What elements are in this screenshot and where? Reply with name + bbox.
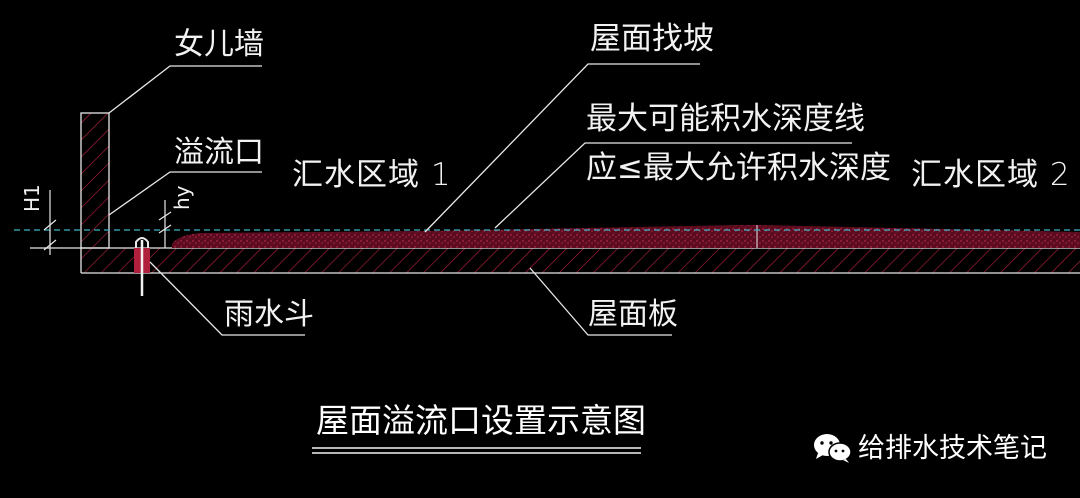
title-underline <box>312 447 641 454</box>
watermark-text: 给排水技术笔记 <box>858 432 1047 464</box>
roof-slope-layer <box>172 225 1080 248</box>
overflow-label: 溢流口 <box>174 135 264 170</box>
rain-hopper <box>134 237 150 296</box>
parapet-wall <box>80 112 110 249</box>
hy-dimension <box>158 200 172 248</box>
roof-slab <box>80 247 1080 274</box>
leader-lines <box>108 63 852 336</box>
allowable-depth-label: 应≤最大允许积水深度 <box>586 150 891 186</box>
max-water-line-label: 最大可能积水深度线 <box>586 101 865 137</box>
h1-dimension <box>30 190 81 255</box>
h1-label: H1 <box>20 184 44 212</box>
catchment-zone-1-label: 汇水区域 1 <box>292 157 452 193</box>
parapet-label: 女儿墙 <box>174 27 264 62</box>
hy-label: hy <box>170 185 194 210</box>
diagram-title: 屋面溢流口设置示意图 <box>316 401 646 440</box>
watermark: 给排水技术笔记 <box>812 432 1047 464</box>
wechat-icon <box>812 432 852 464</box>
roof-slope-label: 屋面找坡 <box>590 21 714 57</box>
catchment-zone-2-label: 汇水区域 2 <box>911 157 1071 193</box>
rain-hopper-label: 雨水斗 <box>224 297 314 332</box>
roof-slab-label: 屋面板 <box>588 297 678 332</box>
